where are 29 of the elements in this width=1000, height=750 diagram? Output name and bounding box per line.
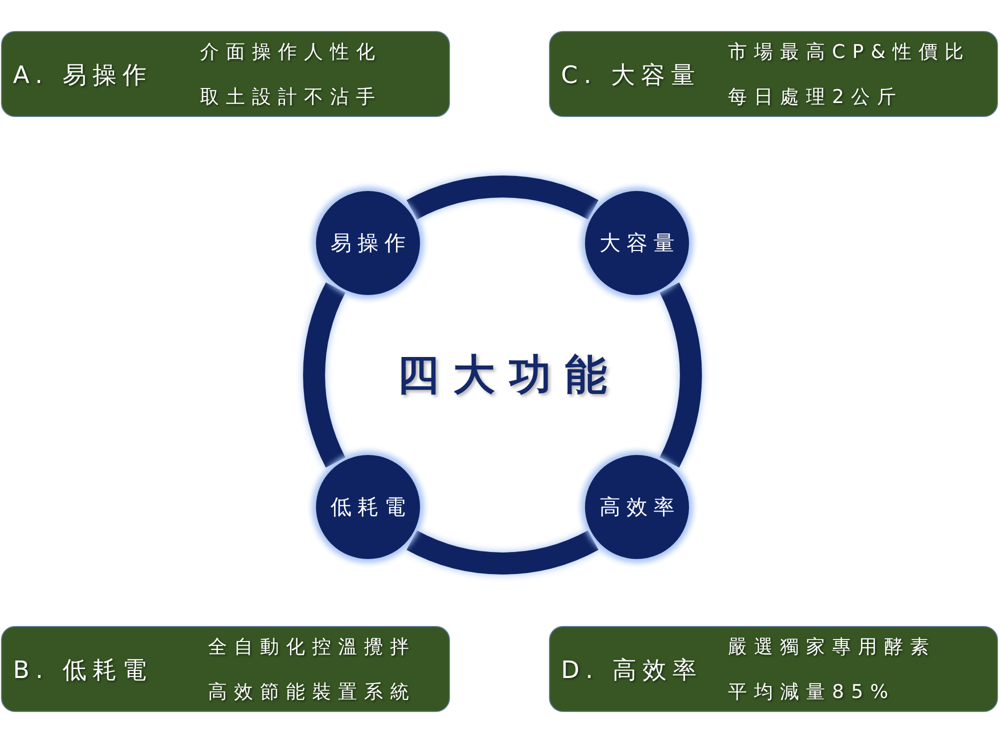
feature-heading: C. 大容量 <box>561 61 702 89</box>
feature-heading: B. 低耗電 <box>13 656 153 684</box>
feature-description: 市場最高CP&性價比 <box>728 40 971 64</box>
circle-label: 易操作 <box>330 230 412 257</box>
ring-arc-connector <box>659 282 702 468</box>
feature-description: 介面操作人性化 <box>200 40 382 64</box>
center-title: 四大功能 <box>396 349 621 401</box>
ring-arc-connector <box>407 530 598 574</box>
circle-label: 低耗電 <box>330 494 412 521</box>
feature-description: 平均減量85% <box>728 680 896 704</box>
feature-box <box>1 626 450 712</box>
feature-description: 取土設計不沾手 <box>200 85 382 109</box>
feature-box <box>549 31 998 117</box>
feature-description: 每日處理2公斤 <box>728 85 904 109</box>
feature-circle <box>585 455 689 559</box>
feature-circle <box>316 191 420 295</box>
feature-heading: D. 高效率 <box>561 656 703 684</box>
feature-circle <box>585 191 689 295</box>
feature-description: 嚴選獨家專用酵素 <box>728 635 936 659</box>
feature-description: 高效節能裝置系統 <box>208 680 416 704</box>
feature-description: 全自動化控溫攪拌 <box>208 635 416 659</box>
feature-heading: A. 易操作 <box>13 61 152 89</box>
ring-arc-connector <box>407 176 598 220</box>
circle-label: 大容量 <box>598 230 680 257</box>
circle-label: 高效率 <box>598 494 680 521</box>
feature-circle <box>316 455 420 559</box>
ring-arc-connector <box>303 282 346 468</box>
feature-box <box>549 626 998 712</box>
feature-box <box>1 31 450 117</box>
